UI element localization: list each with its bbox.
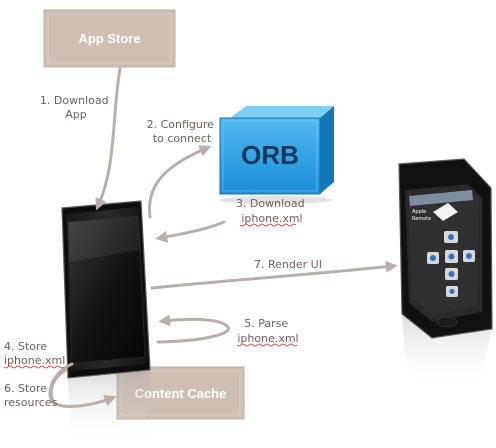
step-7-label: 7. Render UI	[254, 258, 322, 271]
step-labels: 1. Download App 2. Configure to connect …	[3, 94, 322, 409]
step-2-label: 2. Configure to connect	[147, 118, 218, 145]
step-5-label: 5. Parse iphone.xml	[237, 317, 298, 345]
remote-title-line1: Apple	[412, 209, 426, 215]
arrow-download-xml	[155, 220, 226, 243]
arrow-store-resources	[49, 368, 68, 405]
remote-title-line2: Remote	[412, 216, 431, 222]
arrow-download-app	[95, 66, 122, 211]
step-4-label: 4. Store iphone.xml	[4, 340, 65, 367]
client-iphone	[61, 200, 151, 446]
arrow-configure	[147, 145, 212, 219]
step-6-label: 6. Store resources	[4, 382, 58, 409]
remote-logo	[433, 203, 458, 221]
content-cache-label: Content Cache	[135, 386, 227, 401]
rendered-iphone: Apple Remote	[398, 158, 493, 392]
app-store-label: App Store	[78, 31, 140, 46]
step-3-label: 3. Download iphone.xml	[236, 197, 308, 225]
remote-dpad	[427, 231, 475, 297]
flow-arrows	[48, 66, 398, 408]
step-1-label: 1. Download App	[40, 94, 112, 121]
orb-cube: ORB	[219, 106, 334, 204]
orb-label: ORB	[241, 140, 299, 170]
remote-title-bar	[409, 190, 473, 206]
arrow-render-ui	[150, 260, 398, 290]
arrow-parse	[156, 314, 230, 344]
app-store-box: App Store	[43, 9, 176, 68]
